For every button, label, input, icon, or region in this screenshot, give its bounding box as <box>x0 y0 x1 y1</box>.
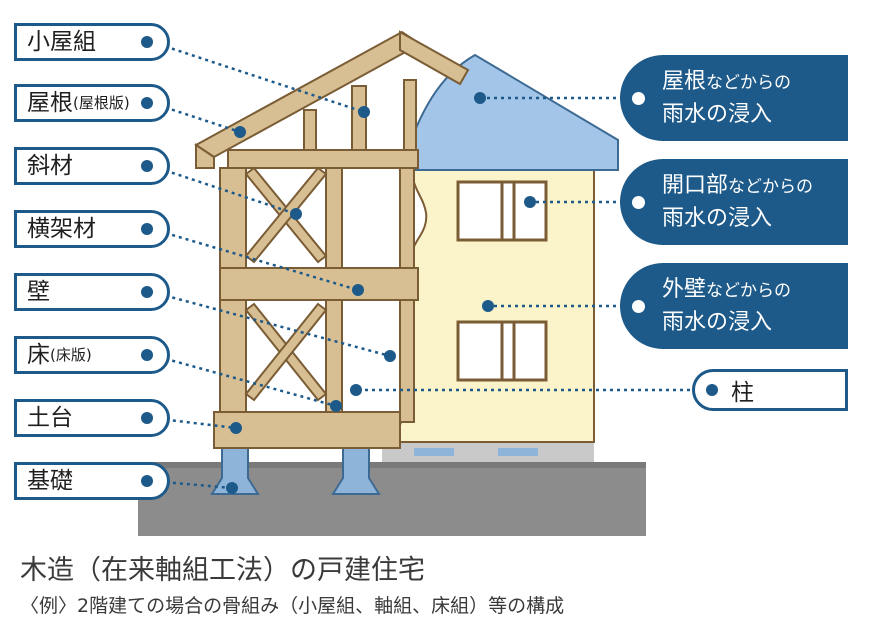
anchor-yane <box>234 126 246 138</box>
anchor-pillar <box>350 384 362 396</box>
label-ouka: 横架材 <box>14 210 170 248</box>
anchor-kiso <box>226 482 238 494</box>
caption-title: 木造（在来軸組工法）の戸建住宅 <box>20 555 425 586</box>
roof-finish <box>398 53 619 171</box>
anchor-shazai <box>290 208 302 220</box>
anchor-kabe <box>384 350 396 362</box>
label-kiso: 基礎 <box>14 462 170 500</box>
ground-slab <box>138 462 646 536</box>
base-grey <box>382 442 594 462</box>
anchor-ouka <box>352 284 364 296</box>
anchor-koyagumi <box>358 106 370 118</box>
label-shazai: 斜材 <box>14 147 170 185</box>
label-yane: 屋根(屋根版) <box>14 84 170 122</box>
callout-roof-water: 屋根などからの 雨水の浸入 <box>620 55 848 141</box>
label-kabe: 壁 <box>14 273 170 311</box>
window-lower <box>456 320 548 382</box>
callout-opening-water: 開口部などからの 雨水の浸入 <box>620 159 848 245</box>
callout-wall-water: 外壁などからの 雨水の浸入 <box>620 263 848 349</box>
anchor-opening-water <box>524 196 536 208</box>
window-upper <box>456 180 548 242</box>
timber-frame <box>194 30 470 449</box>
label-dodai: 土台 <box>14 399 170 437</box>
anchor-yuka <box>330 400 342 412</box>
anchor-roof-water <box>474 92 486 104</box>
caption-subtitle: 〈例〉2階建ての場合の骨組み（小屋組、軸組、床組）等の構成 <box>20 595 565 617</box>
anchor-dodai <box>230 422 242 434</box>
label-yuka: 床(床版) <box>14 336 170 374</box>
label-koyagumi: 小屋組 <box>14 23 170 61</box>
label-pillar: 柱 <box>692 369 848 411</box>
anchor-wall-water <box>482 300 494 312</box>
